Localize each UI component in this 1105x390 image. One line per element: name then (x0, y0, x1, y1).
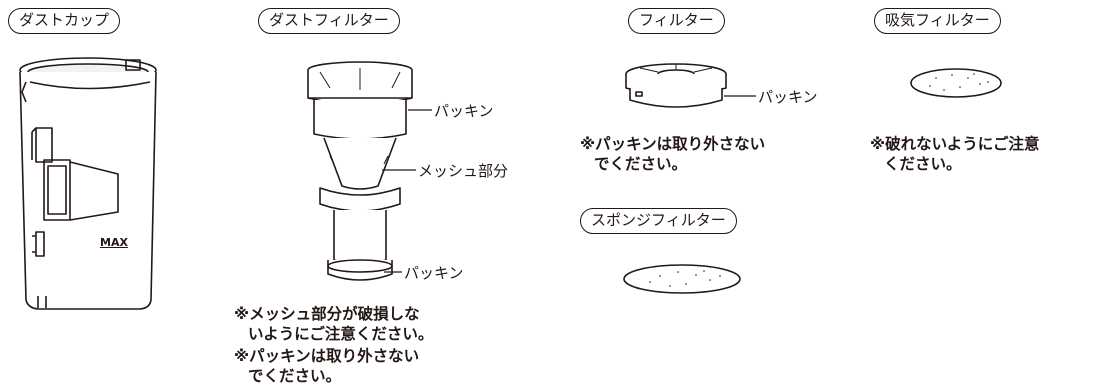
dust-cup-illustration (19, 57, 157, 310)
intake-filter-note: ※破れないようにご注意 ください。 (870, 135, 1040, 173)
filter-callout-gasket: パッキン (758, 88, 818, 106)
filter-note-gasket: ※パッキンは取り外さない でください。 (580, 135, 766, 173)
sponge-filter-illustration (623, 264, 741, 294)
dust-filter-title: ダストフィルター (258, 8, 400, 34)
dust-filter-note-mesh: ※メッシュ部分が破損しな いようにご注意ください。 (234, 305, 434, 343)
dust-filter-note-gasket: ※パッキンは取り外さない でください。 (234, 347, 420, 385)
dust-filter-callout-gasket-bottom: パッキン (404, 264, 464, 282)
sponge-filter-title: スポンジフィルター (580, 208, 737, 234)
intake-filter-title: 吸気フィルター (874, 8, 1001, 34)
dust-filter-callout-gasket-top: パッキン (434, 102, 494, 120)
max-fill-line-label: MAX (100, 236, 128, 249)
dust-filter-illustration (307, 61, 413, 281)
filter-title: フィルター (628, 8, 725, 34)
intake-filter-illustration (910, 68, 1002, 98)
filter-illustration (625, 63, 727, 108)
dust-cup-title: ダストカップ (8, 8, 121, 34)
dust-filter-callout-mesh: メッシュ部分 (418, 162, 509, 180)
